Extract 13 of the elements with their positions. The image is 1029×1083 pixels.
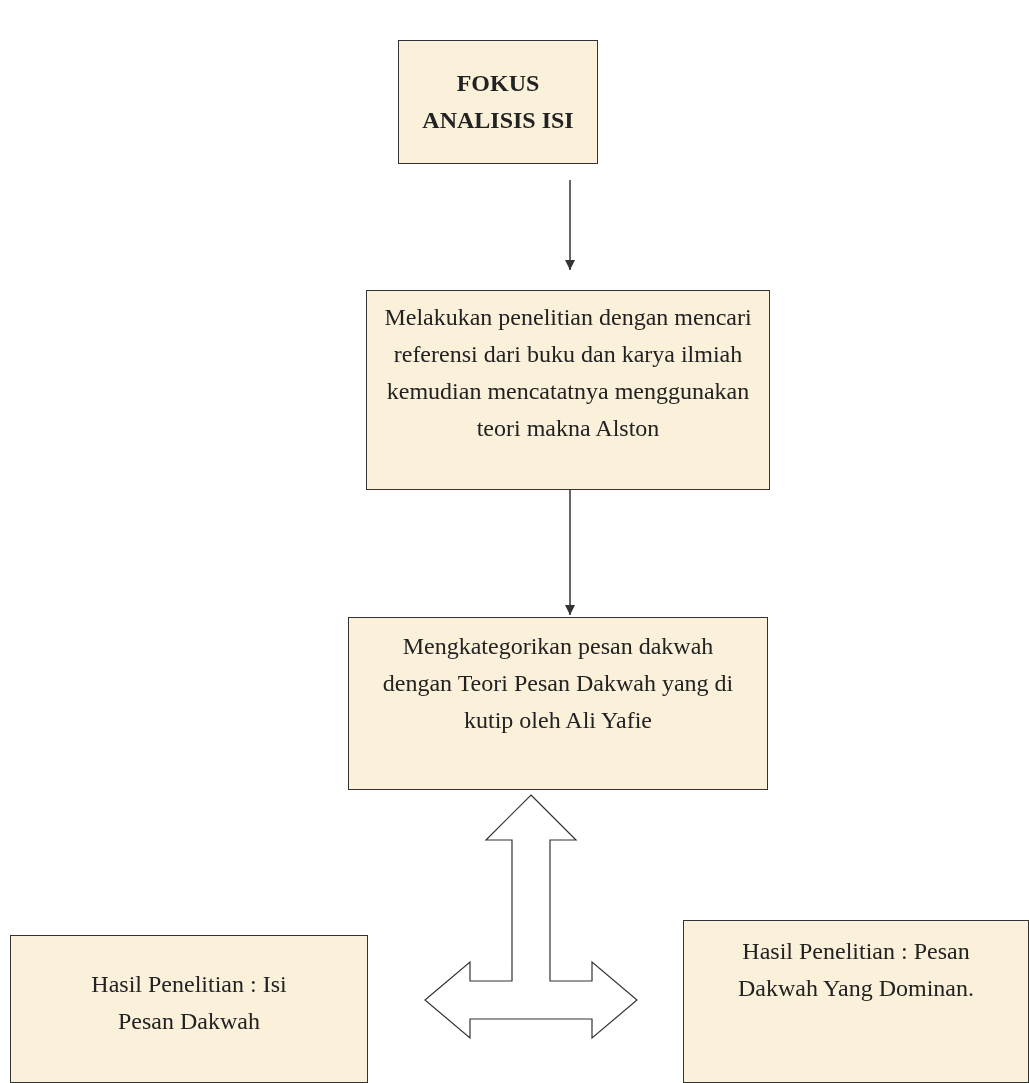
arrow: [565, 489, 575, 616]
three-way-block-arrow: [424, 794, 638, 1040]
box-text: Hasil Penelitian : Pesan Dakwah Yang Dominan.: [737, 937, 975, 1003]
process-box: [10, 935, 368, 1083]
process-box: [348, 617, 768, 790]
box-heading: FOKUS ANALISIS ISI: [421, 69, 575, 135]
box-text: Melakukan penelitian dengan mencari referensi dari buku dan karya ilmiah kemudian mencatatnya menggunakan teori makna Alston: [383, 303, 753, 443]
box-text: Hasil Penelitian : Isi Pesan Dakwah: [90, 970, 288, 1036]
process-box: [683, 920, 1029, 1083]
process-box: [366, 290, 770, 490]
process-box: [398, 40, 598, 164]
arrow: [565, 179, 575, 271]
box-text: Mengkategorikan pesan dakwah dengan Teori Pesan Dakwah yang di kutip oleh Ali Yafie: [381, 632, 735, 735]
